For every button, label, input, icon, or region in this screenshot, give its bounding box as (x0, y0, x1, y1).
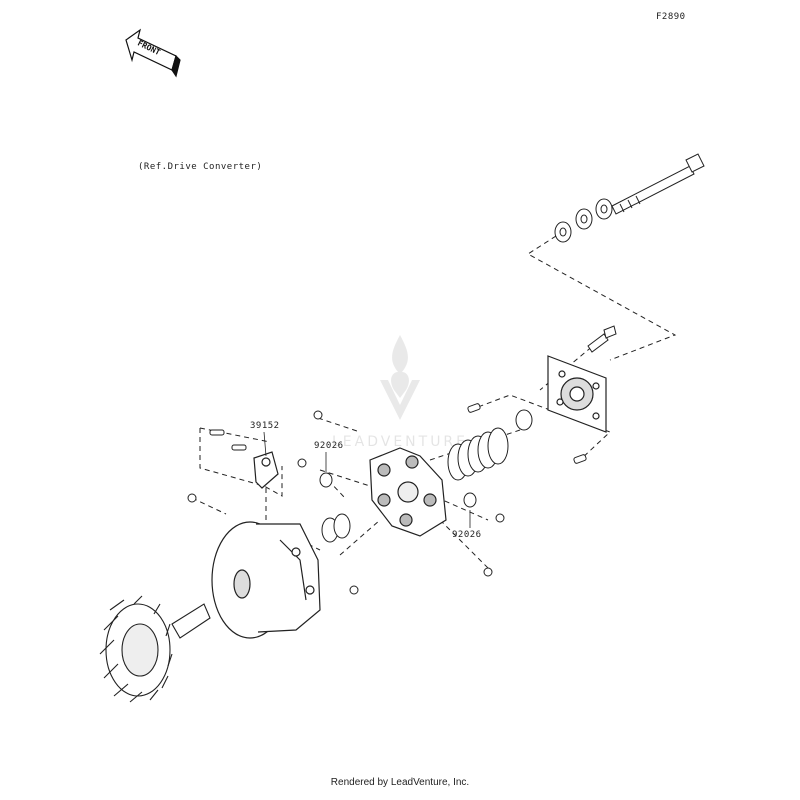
footer-credit: Rendered by LeadVenture, Inc. (330, 777, 470, 788)
spring (448, 410, 532, 480)
washer-stack (555, 199, 612, 242)
bushing (322, 514, 350, 542)
spider-hub (370, 448, 446, 536)
part-39152 (254, 452, 278, 488)
part-label-92026-right: 92026 (452, 530, 482, 540)
watermark-text: LEADVENTURE (332, 434, 468, 450)
reference-note: (Ref.Drive Converter) (138, 162, 263, 172)
drive-sheave (212, 522, 320, 638)
front-arrow-icon (126, 30, 180, 76)
mounting-plate (548, 356, 606, 432)
flange-bolt (588, 326, 616, 352)
part-label-92026-left: 92026 (314, 441, 344, 451)
fan-rotor (100, 596, 210, 702)
long-bolt (612, 154, 704, 214)
watermark-logo (380, 335, 420, 420)
part-label-39152: 39152 (250, 421, 280, 431)
label-leaders (264, 432, 470, 528)
small-pins (188, 403, 587, 594)
figure-code: F2890 (656, 12, 686, 22)
